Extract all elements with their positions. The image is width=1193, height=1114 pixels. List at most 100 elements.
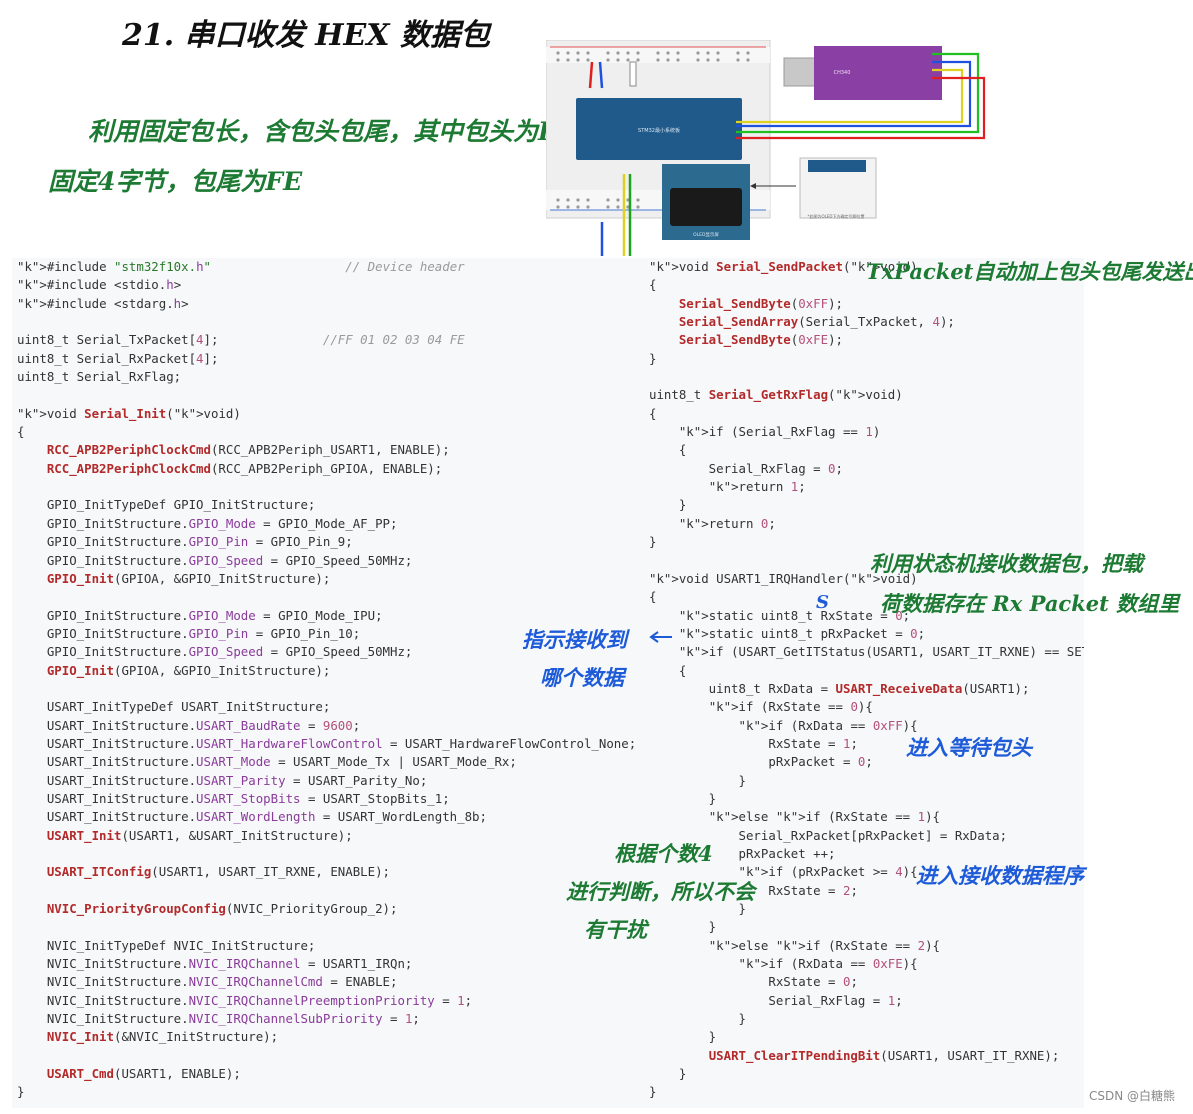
code-right-line: Serial_RxFlag = 0; — [649, 460, 843, 476]
code-left-line: USART_InitStructure.USART_HardwareFlowCo… — [17, 735, 637, 751]
note-state-machine-line1: 利用状态机接收数据包，把载 — [870, 551, 1143, 576]
footer-credit: CSDN @白糖熊 — [1088, 1089, 1175, 1103]
module-caption: *此图为OLED下方确定引脚位置 — [808, 213, 865, 219]
code-right-line: RxState = 0; — [649, 974, 858, 990]
code-left-line: ​ — [17, 313, 653, 331]
code-left-line: ​ — [17, 845, 653, 863]
code-right-line: "k">void Serial_SendPacket("k">void) — [649, 259, 918, 274]
code-left-line: GPIO_InitStructure.GPIO_Speed = GPIO_Spe… — [17, 644, 413, 660]
code-left-line: NVIC_InitStructure.NVIC_IRQChannelSubPri… — [17, 1011, 420, 1027]
code-left-line: GPIO_InitStructure.GPIO_Pin = GPIO_Pin_9… — [17, 534, 353, 550]
usb-connector — [783, 57, 817, 87]
usb-ttl-module — [814, 46, 942, 100]
code-left-line: GPIO_Init(GPIOA, &GPIO_InitStructure); — [46, 662, 331, 678]
code-left-line: ​ — [17, 478, 653, 496]
note-recv-program: 进入接收数据程序 — [916, 863, 1084, 888]
wiring-diagram: STM32最小系统板 OLED显示屏 CH340 *此图为OLED下方确定引脚位… — [546, 40, 986, 256]
note-wait-header: 进入等待包头 — [906, 735, 1032, 760]
wire-vcc-red — [736, 76, 986, 140]
code-right-line: Serial_RxFlag = 1; — [649, 992, 903, 1008]
code-right-line: { — [649, 662, 687, 678]
note-s-mark: S — [816, 592, 829, 613]
code-right-line: } — [649, 1029, 717, 1045]
code-right-line: "k">if (RxData == 0xFF){ — [738, 717, 918, 733]
code-left-line: "k">#include <stdio.h> — [17, 277, 182, 293]
code-left-line: USART_InitStructure.USART_StopBits = USA… — [17, 790, 450, 806]
code-left-line: USART_InitStructure.USART_Parity = USART… — [17, 772, 428, 788]
code-left-line: USART_InitStructure.USART_BaudRate = 960… — [17, 717, 361, 733]
pointer-arrow-head — [750, 183, 756, 189]
code-left-line: USART_ITConfig(USART1, USART_IT_RXNE, EN… — [46, 864, 390, 880]
code-right-line: pRxPacket = 0; — [649, 754, 873, 770]
code-right-line: Serial_RxPacket[pRxPacket] = RxData; — [649, 827, 1008, 843]
code-left-line: "k">void Serial_Init("k">void) — [17, 405, 241, 421]
mcu-board — [576, 98, 742, 160]
code-left-line: { — [17, 424, 25, 440]
code-right-line: } — [649, 1011, 746, 1027]
code-left-line: USART_Cmd(USART1, ENABLE); — [46, 1066, 241, 1082]
code-left-line: uint8_t Serial_RxPacket[4]; — [17, 350, 219, 366]
crystal-component — [629, 61, 637, 87]
code-left-line: NVIC_PriorityGroupConfig(NVIC_PriorityGr… — [46, 901, 398, 917]
code-right-line: { — [649, 405, 657, 421]
wire-gnd-yellow — [736, 68, 964, 124]
code-left-line: USART_InitStructure.USART_WordLength = U… — [17, 809, 487, 825]
code-left-line: USART_Init(USART1, &USART_InitStructure)… — [46, 827, 353, 843]
code-right-line: RxState = 2; — [649, 882, 858, 898]
note-which-data-line1: 指示接收到 — [522, 627, 627, 652]
code-left-line: USART_InitTypeDef USART_InitStructure; — [17, 699, 331, 715]
usb-module-label: CH340 — [834, 70, 851, 76]
code-right-line: "k">return 0; — [678, 515, 776, 531]
code-right-line: "k">else "k">if (RxState == 1){ — [708, 809, 940, 825]
code-right-line: "k">void USART1_IRQHandler("k">void) — [649, 570, 918, 586]
code-left-line: ​ — [17, 1047, 653, 1065]
code-right-line: { — [649, 589, 657, 605]
code-right-line: } — [649, 772, 746, 788]
code-right-line: "k">if (pRxPacket >= 4){ — [738, 864, 918, 880]
code-left-line: "k">#include "stm32f10x.h" // Device hea… — [17, 259, 465, 274]
code-right-line: } — [649, 790, 717, 806]
note-send-packet: TxPacket自动加上包头包尾发送出去 — [866, 259, 1193, 284]
code-block-serial-init: "k">#include "stm32f10x.h" // Device hea… — [12, 258, 653, 1108]
code-right-line: "k">else "k">if (RxState == 2){ — [708, 937, 940, 953]
code-left-line: NVIC_InitStructure.NVIC_IRQChannelPreemp… — [17, 992, 473, 1008]
wire-blue-short — [598, 61, 604, 89]
note-packet-desc-line2: 固定4字节，包尾为FE — [48, 167, 303, 196]
code-left-line: NVIC_InitStructure.NVIC_IRQChannel = USA… — [17, 956, 413, 972]
breadboard-rail-top — [546, 47, 770, 63]
code-right-line: "k">if (RxState == 0){ — [708, 699, 873, 715]
code-left-line: "k">#include <stdarg.h> — [17, 295, 189, 311]
note-which-data-line2: 哪个数据 — [540, 665, 624, 690]
code-left-line: uint8_t Serial_TxPacket[4]; //FF 01 02 0… — [17, 332, 465, 348]
oled-pin-header — [808, 160, 866, 172]
code-right-line: } — [649, 497, 687, 513]
code-left-line: GPIO_InitStructure.GPIO_Pin = GPIO_Pin_1… — [17, 625, 361, 641]
code-right-line: "k">static uint8_t RxState = 0; — [678, 607, 911, 623]
wire-rx-blue — [736, 60, 972, 128]
code-left-line: GPIO_InitStructure.GPIO_Mode = GPIO_Mode… — [17, 607, 383, 623]
code-left-line: USART_InitStructure.USART_Mode = USART_M… — [17, 754, 517, 770]
code-right-line: uint8_t RxData = USART_ReceiveData(USART… — [649, 680, 1030, 696]
note-judge-line1: 根据个数4 — [614, 841, 713, 866]
code-right-line: } — [649, 350, 657, 366]
code-right-line: { — [649, 277, 657, 293]
code-right-line: USART_ClearITPendingBit(USART1, USART_IT… — [708, 1047, 1060, 1063]
wire-red-short — [588, 61, 594, 89]
code-left-line: ​ — [17, 918, 653, 936]
code-right-line: } — [649, 919, 717, 935]
code-right-line: } — [649, 1084, 657, 1100]
note-state-machine-line2: 荷数据存在 Rx Packet 数组里 — [880, 591, 1180, 616]
code-left-line: GPIO_InitStructure.GPIO_Speed = GPIO_Spe… — [17, 552, 413, 568]
oled-label: OLED显示屏 — [693, 232, 719, 238]
note-judge-line3: 有干扰 — [584, 917, 647, 942]
code-left-line: NVIC_InitTypeDef NVIC_InitStructure; — [17, 937, 316, 953]
mcu-label: STM32最小系统板 — [638, 127, 680, 134]
code-left-line: ​ — [17, 882, 653, 900]
code-left-line: GPIO_Init(GPIOA, &GPIO_InitStructure); — [46, 570, 331, 586]
wire-tx-green — [736, 52, 980, 134]
code-right-line: "k">if (USART_GetITStatus(USART1, USART_… — [678, 644, 1084, 660]
code-left-line: RCC_APB2PeriphClockCmd(RCC_APB2Periph_US… — [46, 442, 450, 458]
code-right-line: "k">static uint8_t pRxPacket = 0; — [678, 625, 926, 641]
code-left-line: NVIC_InitStructure.NVIC_IRQChannelCmd = … — [17, 974, 398, 990]
note-packet-desc-line1: 利用固定包长，含包头包尾，其中包头为FF， — [88, 117, 599, 146]
